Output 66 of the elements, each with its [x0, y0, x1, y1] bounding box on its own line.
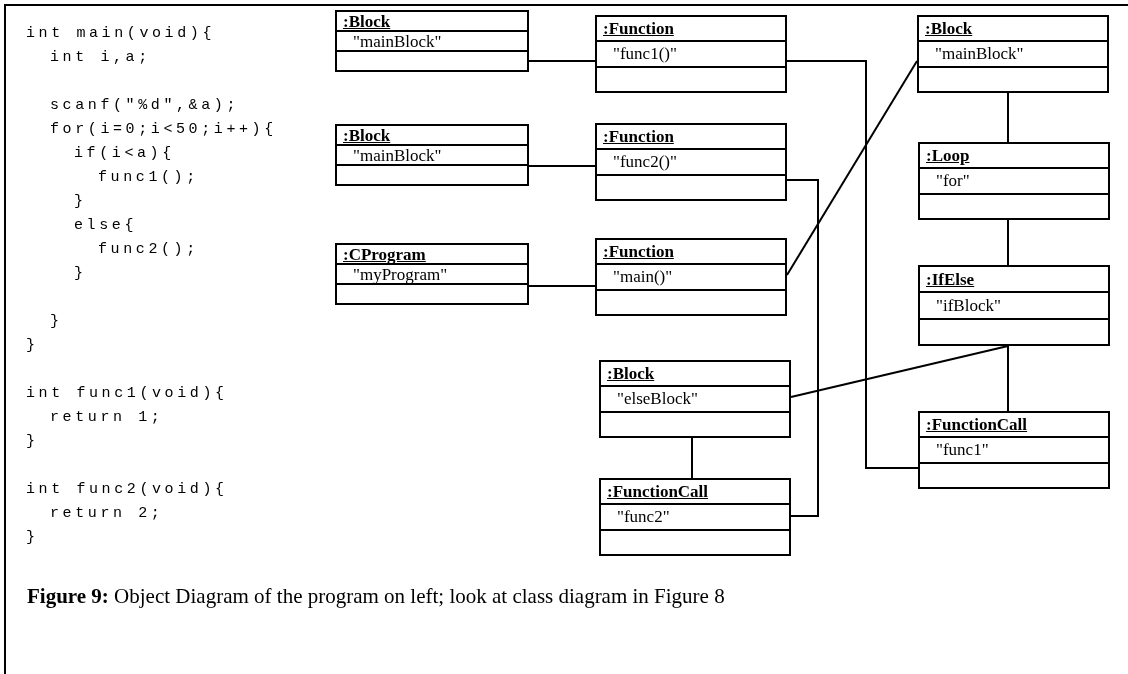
object-name: :Function	[603, 128, 674, 146]
object-value: "mainBlock"	[353, 146, 442, 164]
object-box	[595, 238, 787, 316]
object-name: :Block	[343, 126, 391, 144]
code-line: return 2;	[50, 506, 164, 521]
code-line: }	[74, 266, 87, 281]
object-box	[595, 15, 787, 93]
connector-line	[691, 437, 693, 479]
code-line: int func2(void){	[26, 482, 228, 497]
object-value: "myProgram"	[353, 265, 448, 283]
object-value: "mainBlock"	[353, 32, 442, 50]
object-value: "func1()"	[613, 45, 677, 63]
code-line: if(i<a){	[74, 146, 175, 161]
object-box	[335, 10, 529, 72]
code-line: func2();	[98, 242, 199, 257]
object-box	[918, 142, 1110, 220]
connector-line	[528, 165, 596, 167]
object-name: :Function	[603, 20, 674, 38]
object-value: "elseBlock"	[617, 390, 698, 408]
object-name: :Function	[603, 243, 674, 261]
object-value: "func1"	[936, 441, 989, 459]
code-line: int main(void){	[26, 26, 216, 41]
code-line: }	[74, 194, 87, 209]
code-line: func1();	[98, 170, 199, 185]
connector-line	[786, 60, 919, 469]
code-line: }	[26, 338, 39, 353]
object-box	[917, 15, 1109, 93]
object-value: "mainBlock"	[935, 45, 1024, 63]
object-name: :CProgram	[343, 245, 426, 263]
object-box	[599, 478, 791, 556]
code-line: }	[26, 530, 39, 545]
connector-line	[790, 345, 1009, 398]
object-name: :FunctionCall	[926, 416, 1028, 434]
code-line: int func1(void){	[26, 386, 228, 401]
object-box	[335, 124, 529, 186]
connector-line	[528, 285, 596, 287]
object-value: "func2"	[617, 508, 670, 526]
object-name: :Loop	[926, 147, 970, 165]
figure-caption: Figure 9: Object Diagram of the program on left; look at class diagram in Figure 8	[27, 584, 725, 609]
connector-line	[786, 179, 819, 517]
code-line: return 1;	[50, 410, 164, 425]
connector-line	[528, 60, 596, 62]
object-name: :IfElse	[926, 270, 975, 288]
object-box	[599, 360, 791, 438]
connector-line	[1007, 92, 1009, 143]
connector-line	[1007, 345, 1009, 412]
object-name: :Block	[343, 12, 391, 30]
object-name: :Block	[925, 20, 973, 38]
code-line: }	[26, 434, 39, 449]
object-box	[595, 123, 787, 201]
connector-line	[1007, 219, 1009, 266]
object-value: "main()"	[613, 268, 673, 286]
code-line: for(i=0;i<50;i++){	[50, 122, 277, 137]
object-value: "ifBlock"	[936, 297, 1001, 314]
object-name: :Block	[607, 365, 655, 383]
code-line: scanf("%d",&a);	[50, 98, 240, 113]
object-box	[335, 243, 529, 305]
object-box	[918, 265, 1110, 346]
connector-line	[786, 60, 918, 276]
object-value: "for"	[936, 172, 970, 190]
code-line: }	[50, 314, 63, 329]
code-line: else{	[74, 218, 137, 233]
object-value: "func2()"	[613, 153, 677, 171]
object-box	[918, 411, 1110, 489]
code-line: int i,a;	[50, 50, 151, 65]
object-name: :FunctionCall	[607, 483, 709, 501]
